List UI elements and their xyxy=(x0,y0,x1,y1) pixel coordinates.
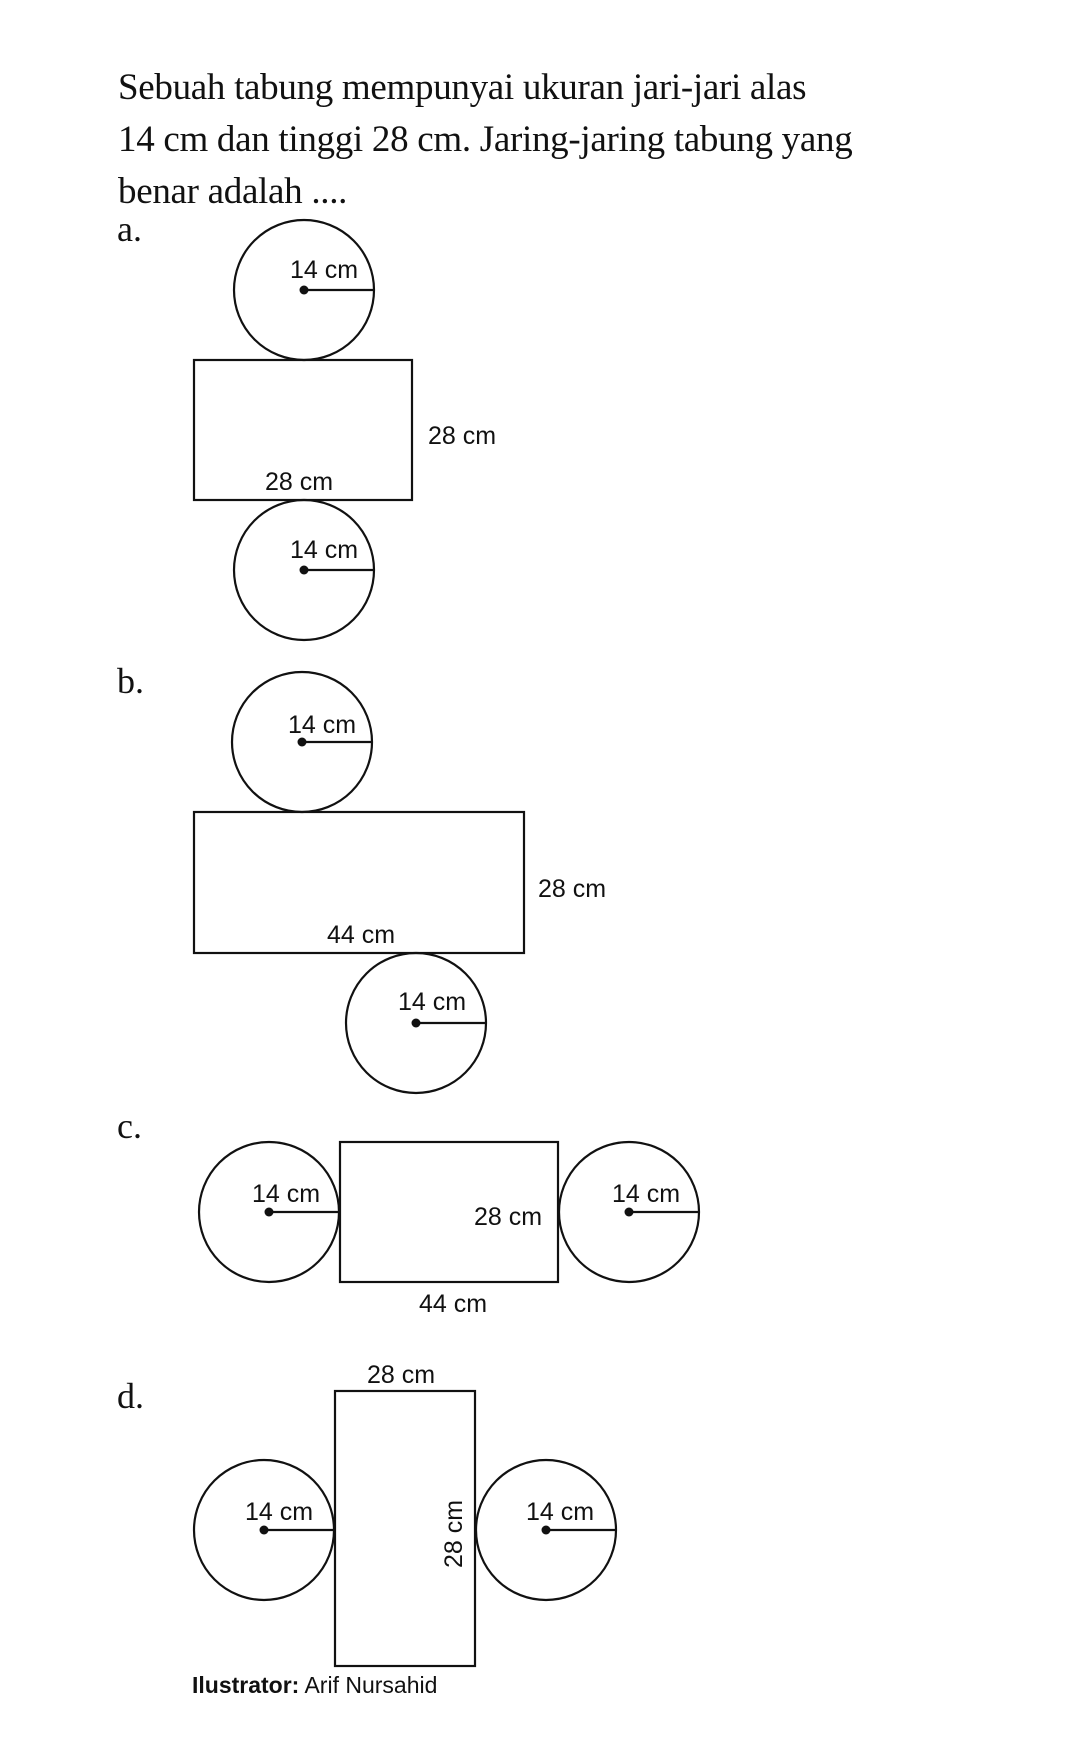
illustrator-name: Arif Nursahid xyxy=(304,1672,438,1698)
option-c-net[interactable] xyxy=(197,1140,701,1284)
option-b-rectangle xyxy=(192,810,526,955)
illustrator-credit: Ilustrator: Arif Nursahid xyxy=(192,1672,437,1699)
question-line-3: benar adalah .... xyxy=(118,171,348,212)
question-line-2: 14 cm dan tinggi 28 cm. Jaring-jaring ta… xyxy=(118,119,853,160)
option-c-right-center-dot xyxy=(624,1207,634,1217)
option-a-top-radius-label: 14 cm xyxy=(290,256,358,284)
option-d-width-label: 28 cm xyxy=(367,1361,435,1389)
option-a-top-center-dot xyxy=(299,285,309,295)
option-d-net[interactable] xyxy=(192,1389,618,1668)
option-d-height-label: 28 cm xyxy=(440,1500,468,1568)
illustrator-label: Ilustrator: xyxy=(192,1672,300,1698)
option-b-width-label: 44 cm xyxy=(327,921,395,949)
option-d-right-center-dot xyxy=(541,1525,551,1535)
option-a-letter[interactable]: a. xyxy=(117,209,142,249)
option-b-bottom-radius-label: 14 cm xyxy=(398,988,466,1016)
option-d-left-radius-label: 14 cm xyxy=(245,1498,313,1526)
option-c-width-label: 44 cm xyxy=(419,1290,487,1318)
option-b-top-radius-label: 14 cm xyxy=(288,711,356,739)
option-b-height-label: 28 cm xyxy=(538,875,606,903)
option-d-left-center-dot xyxy=(259,1525,269,1535)
option-a-width-label: 28 cm xyxy=(265,468,333,496)
question-text: Sebuah tabung mempunyai ukuran jari-jari… xyxy=(118,62,918,218)
option-a-net[interactable] xyxy=(192,218,414,642)
option-d-right-radius-label: 14 cm xyxy=(526,1498,594,1526)
option-c-left-radius-label: 14 cm xyxy=(252,1180,320,1208)
question-line-1: Sebuah tabung mempunyai ukuran jari-jari… xyxy=(118,67,807,108)
option-b-net[interactable] xyxy=(192,670,526,1095)
option-a-bottom-radius-label: 14 cm xyxy=(290,536,358,564)
option-a-bottom-center-dot xyxy=(299,565,309,575)
option-c-height-label: 28 cm xyxy=(474,1203,542,1231)
option-c-letter[interactable]: c. xyxy=(117,1106,142,1146)
option-b-bottom-center-dot xyxy=(411,1018,421,1028)
option-b-letter[interactable]: b. xyxy=(117,661,144,701)
option-a-height-label: 28 cm xyxy=(428,422,496,450)
option-c-right-radius-label: 14 cm xyxy=(612,1180,680,1208)
option-c-left-center-dot xyxy=(264,1207,274,1217)
option-b-top-center-dot xyxy=(297,737,307,747)
option-d-letter[interactable]: d. xyxy=(117,1376,144,1416)
